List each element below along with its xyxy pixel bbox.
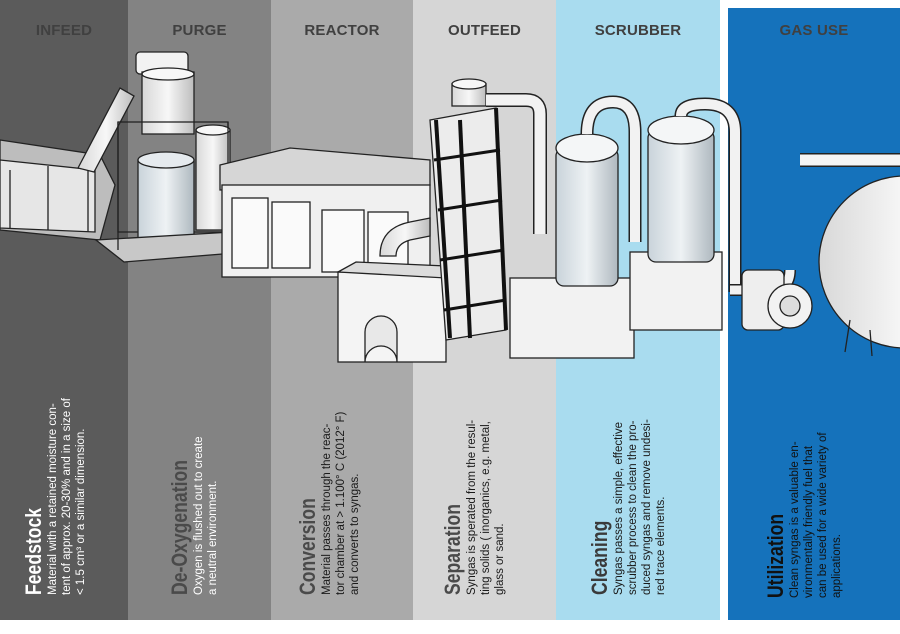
header-gas-use: GAS USE	[779, 22, 849, 39]
header-purge: PURGE	[172, 22, 227, 39]
header-infeed: INFEED	[35, 22, 93, 39]
outfeed-tower	[429, 78, 547, 341]
infeed-hopper	[0, 87, 135, 241]
header-scrubber: SCRUBBER	[594, 22, 682, 39]
purge-unit	[94, 51, 273, 263]
gas-use-unit	[730, 153, 900, 357]
column-infeed: INFEED Feedstock Material with a retaine…	[0, 0, 128, 620]
reactor-unit	[219, 147, 447, 363]
scrubber-unit	[509, 95, 742, 359]
header-outfeed: OUTFEED	[447, 22, 522, 39]
header-reactor: REACTOR	[304, 22, 380, 39]
